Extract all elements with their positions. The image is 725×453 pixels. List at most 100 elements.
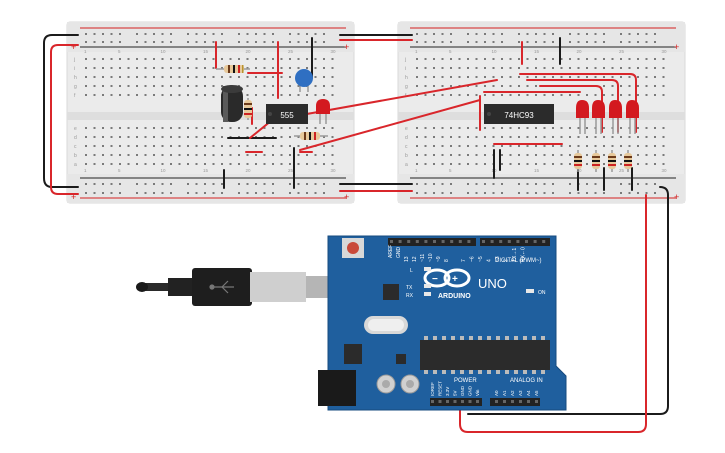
board-model: UNO bbox=[478, 276, 507, 291]
row-letter: d bbox=[74, 135, 77, 141]
usb-cable[interactable] bbox=[136, 268, 342, 306]
row-letter: e bbox=[74, 126, 77, 132]
pin-label: IOREF bbox=[430, 382, 435, 396]
pin-label: A3 bbox=[518, 390, 523, 396]
electrolytic-capacitor[interactable] bbox=[221, 85, 243, 122]
row-letter: d bbox=[405, 135, 408, 141]
row-letter: a bbox=[74, 162, 77, 168]
column-number: 15 bbox=[534, 168, 540, 173]
pin-label: TX→1 bbox=[512, 248, 518, 262]
column-number: 30 bbox=[331, 168, 337, 173]
column-number: 1 bbox=[415, 49, 418, 54]
on-label: ON bbox=[538, 290, 546, 296]
brand-name: ARDUINO bbox=[438, 293, 471, 300]
row-letter: b bbox=[74, 153, 77, 159]
resistor-1[interactable] bbox=[216, 65, 250, 73]
column-number: 5 bbox=[449, 168, 452, 173]
pin-label: A5 bbox=[534, 390, 539, 396]
pin-label: 5V bbox=[453, 390, 458, 396]
column-number: 15 bbox=[203, 168, 209, 173]
resistor-led-1[interactable] bbox=[574, 150, 582, 172]
row-letter: g bbox=[405, 84, 408, 90]
svg-text:+: + bbox=[344, 192, 349, 202]
pin-label: 8 bbox=[444, 259, 450, 262]
row-letter: i bbox=[405, 66, 406, 72]
row-letter: h bbox=[74, 75, 77, 81]
resistor-3[interactable] bbox=[294, 132, 328, 140]
pin-label: 3.3V bbox=[445, 387, 450, 396]
l-label: L bbox=[410, 268, 413, 274]
wire-red-left-loop[interactable] bbox=[50, 44, 79, 195]
resistor-2[interactable] bbox=[244, 98, 252, 120]
row-letter: j bbox=[404, 57, 406, 63]
led-output-2[interactable] bbox=[592, 100, 605, 134]
svg-text:+: + bbox=[674, 42, 679, 52]
resistor-bank[interactable] bbox=[574, 150, 632, 172]
wire-red-5v[interactable] bbox=[459, 194, 647, 433]
wire-black-gnd[interactable] bbox=[467, 186, 669, 415]
column-number: 25 bbox=[619, 49, 625, 54]
row-letter: i bbox=[74, 66, 75, 72]
tx-label: TX bbox=[406, 285, 413, 291]
svg-text:−: − bbox=[432, 274, 438, 285]
column-number: 1 bbox=[84, 168, 87, 173]
column-number: 10 bbox=[161, 49, 167, 54]
svg-text:+: + bbox=[344, 42, 349, 52]
column-number: 15 bbox=[534, 49, 540, 54]
rail-plus-label: + bbox=[71, 42, 76, 52]
pin-label: 12 bbox=[412, 256, 418, 262]
pin-label: RESET bbox=[438, 381, 443, 396]
column-number: 30 bbox=[331, 49, 337, 54]
pin-label: A1 bbox=[502, 390, 507, 396]
column-number: 20 bbox=[577, 49, 583, 54]
pin-label: A4 bbox=[526, 390, 531, 396]
pin-label: A2 bbox=[510, 390, 515, 396]
column-number: 30 bbox=[662, 168, 668, 173]
pin-label: 2 bbox=[504, 259, 510, 262]
breadboard-holes[interactable] bbox=[85, 33, 334, 194]
column-number: 5 bbox=[118, 168, 121, 173]
row-letter: e bbox=[405, 126, 408, 132]
pin-label: ~3 bbox=[495, 256, 501, 262]
svg-text:+: + bbox=[452, 274, 458, 285]
counter-chip-74hc93[interactable]: 74HC93 bbox=[484, 104, 554, 124]
timer-chip-555[interactable]: 555 bbox=[266, 104, 308, 124]
resistor-led-3[interactable] bbox=[608, 150, 616, 172]
column-number: 5 bbox=[118, 49, 121, 54]
column-number: 20 bbox=[246, 168, 252, 173]
usb-icon bbox=[209, 280, 234, 294]
pin-label: 13 bbox=[404, 256, 410, 262]
microcontroller-chip bbox=[420, 340, 550, 370]
column-number: 10 bbox=[161, 168, 167, 173]
pin-label: ~9 bbox=[436, 256, 442, 262]
led-output-1[interactable] bbox=[576, 100, 589, 134]
wire-black-left-loop[interactable] bbox=[43, 34, 79, 188]
led-bank[interactable] bbox=[576, 100, 639, 134]
led-output-3[interactable] bbox=[609, 100, 622, 134]
pin-label: RX←0 bbox=[521, 247, 527, 262]
resistor-led-2[interactable] bbox=[592, 150, 600, 172]
wires[interactable] bbox=[43, 34, 669, 433]
resistor-led-4[interactable] bbox=[624, 150, 632, 172]
led-output-4[interactable] bbox=[626, 100, 639, 134]
row-letter: g bbox=[74, 84, 77, 90]
chip-label: 74HC93 bbox=[504, 111, 534, 120]
column-number: 1 bbox=[415, 168, 418, 173]
svg-text:+: + bbox=[674, 192, 679, 202]
wire-red-clock[interactable] bbox=[299, 99, 481, 151]
digital-header-label: DIGITAL (PWM~) bbox=[495, 258, 542, 264]
led-timer[interactable] bbox=[316, 99, 330, 124]
column-number: 10 bbox=[492, 49, 498, 54]
breadboard-holes[interactable] bbox=[416, 33, 665, 194]
pin-label: A0 bbox=[494, 390, 499, 396]
svg-text:+: + bbox=[71, 192, 76, 202]
row-letter: c bbox=[74, 144, 77, 150]
pin-label: ~11 bbox=[420, 254, 426, 262]
ceramic-capacitor[interactable] bbox=[295, 69, 313, 92]
breadboard-left[interactable]: + + + + jihgfedcba1155101015152020252530… bbox=[66, 21, 355, 204]
